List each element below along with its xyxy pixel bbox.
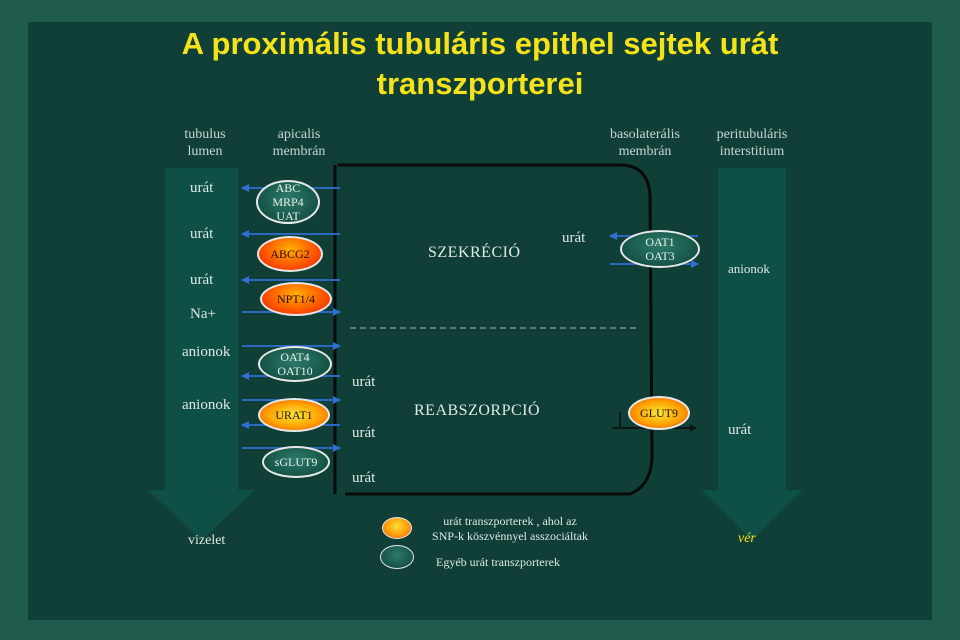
lumen-label-urat-3: urát bbox=[190, 272, 213, 289]
transporter-oat4-oat10: OAT4 OAT10 bbox=[258, 346, 332, 382]
header-basolateral-line2: membrán bbox=[596, 143, 694, 160]
oat3-label: OAT3 bbox=[645, 249, 674, 263]
mrp4-label: MRP4 bbox=[272, 195, 303, 209]
transporter-npt: NPT1/4 bbox=[260, 282, 332, 316]
header-peritubular-line2: interstitium bbox=[700, 143, 804, 160]
header-apical-membrane: apicalis membrán bbox=[254, 126, 344, 160]
legend-swatch-other bbox=[380, 545, 414, 569]
lumen-label-urat-2: urát bbox=[190, 226, 213, 243]
header-apical-line1: apicalis bbox=[254, 126, 344, 143]
abcg2-label: ABCG2 bbox=[270, 247, 309, 261]
legend-swatch-snp bbox=[382, 517, 412, 539]
reabsorption-label: REABSZORPCIÓ bbox=[414, 402, 540, 419]
legend-other-text: Egyéb urát transzporterek bbox=[436, 554, 560, 571]
oat4-label: OAT4 bbox=[277, 350, 312, 364]
npt-label: NPT1/4 bbox=[277, 292, 315, 306]
lumen-label-anions-2: anionok bbox=[182, 397, 230, 414]
transporter-sglut9: sGLUT9 bbox=[262, 446, 330, 478]
interstitium-flow-arrow bbox=[701, 168, 803, 540]
cell-label-urat-reabs-1: urát bbox=[352, 374, 375, 391]
header-peritubular-interstitium: peritubuláris interstitium bbox=[700, 126, 804, 160]
interstitium-label-anions: anionok bbox=[728, 260, 770, 277]
header-basolateral-line1: basolaterális bbox=[596, 126, 694, 143]
header-basolateral-membrane: basolaterális membrán bbox=[596, 126, 694, 160]
header-tubulus-lumen-line1: tubulus bbox=[170, 126, 240, 143]
urat1-label: URAT1 bbox=[275, 408, 312, 422]
transporter-oat1-oat3: OAT1 OAT3 bbox=[620, 230, 700, 268]
secretion-label: SZEKRÉCIÓ bbox=[428, 244, 521, 261]
urine-label: vizelet bbox=[188, 532, 225, 549]
oat10-label: OAT10 bbox=[277, 364, 312, 378]
cell-outline bbox=[338, 165, 652, 494]
cell-label-urat-reabs-3: urát bbox=[352, 470, 375, 487]
lumen-label-anions-1: anionok bbox=[182, 344, 230, 361]
legend-snp-text: urát transzporterek , ahol az SNP-k kösz… bbox=[420, 514, 600, 544]
transporter-abc-mrp4-uat: ABC MRP4 UAT bbox=[256, 180, 320, 224]
header-apical-line2: membrán bbox=[254, 143, 344, 160]
sglut9-label: sGLUT9 bbox=[275, 455, 318, 469]
abc-label: ABC bbox=[272, 181, 303, 195]
glut9-label: GLUT9 bbox=[640, 406, 678, 420]
header-tubulus-lumen: tubulus lumen bbox=[170, 126, 240, 160]
legend-snp-line2: SNP-k köszvénnyel asszociáltak bbox=[420, 529, 600, 544]
cell-label-urat-secretion: urát bbox=[562, 230, 585, 247]
legend-snp-line1: urát transzporterek , ahol az bbox=[420, 514, 600, 529]
transporter-abcg2: ABCG2 bbox=[257, 236, 323, 272]
uat-label: UAT bbox=[272, 209, 303, 223]
blood-label: vér bbox=[738, 530, 756, 547]
lumen-label-na: Na+ bbox=[190, 306, 216, 323]
header-tubulus-lumen-line2: lumen bbox=[170, 143, 240, 160]
lumen-label-urat-1: urát bbox=[190, 180, 213, 197]
cell-label-urat-reabs-2: urát bbox=[352, 425, 375, 442]
header-peritubular-line1: peritubuláris bbox=[700, 126, 804, 143]
interstitium-label-urat: urát bbox=[728, 422, 751, 439]
transporter-urat1: URAT1 bbox=[258, 398, 330, 432]
oat1-label: OAT1 bbox=[645, 235, 674, 249]
transporter-glut9: GLUT9 bbox=[628, 396, 690, 430]
